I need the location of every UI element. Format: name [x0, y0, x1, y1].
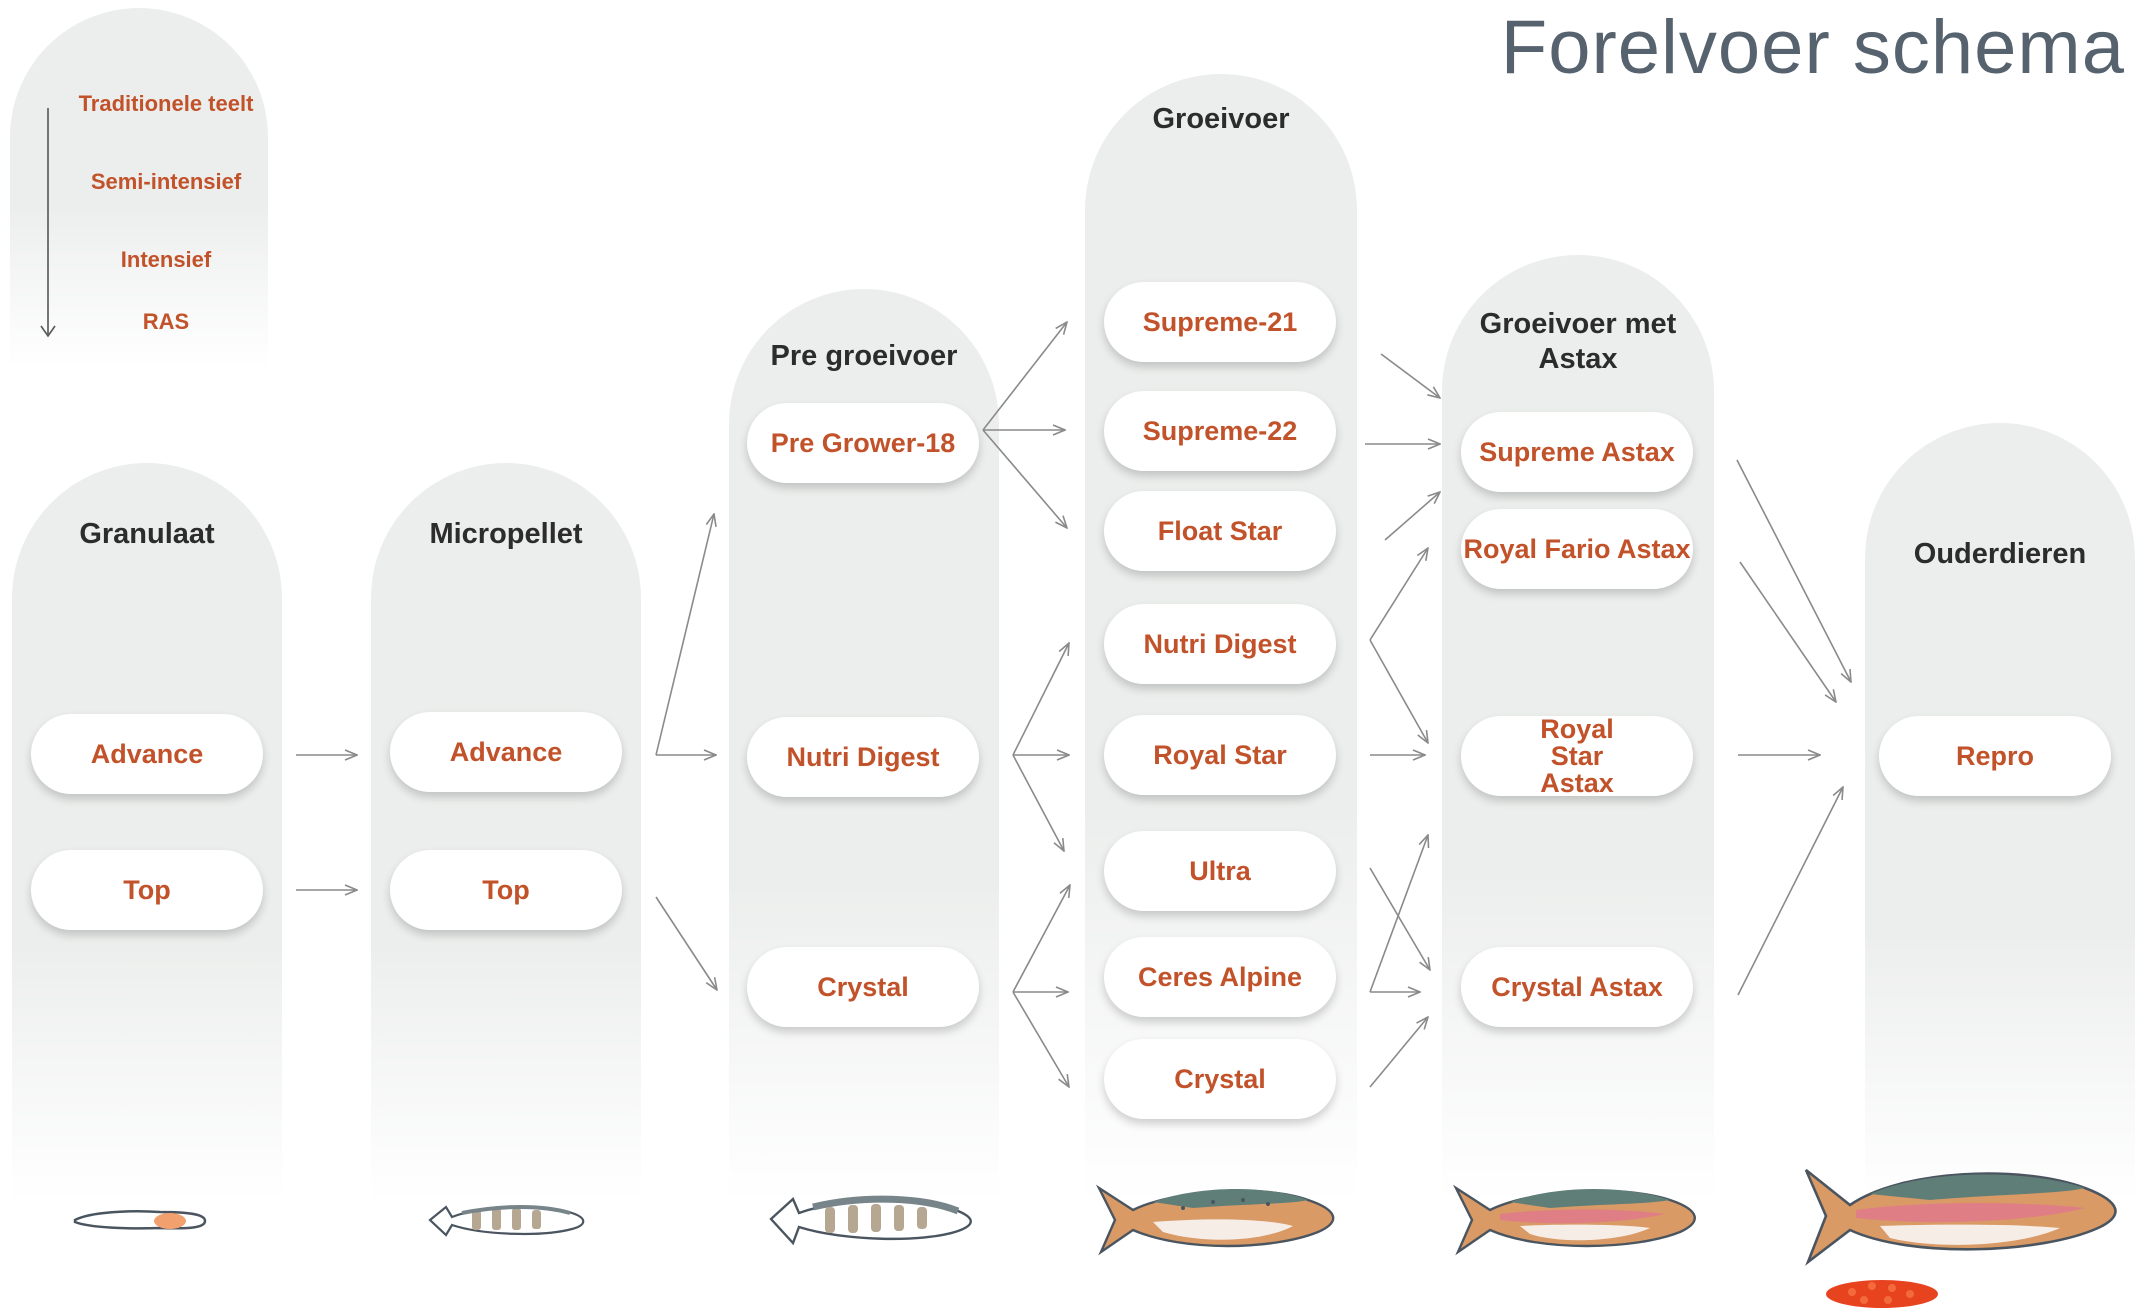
column-micropellet: Micropellet [371, 463, 641, 1203]
product-micropellet-advance[interactable]: Advance [390, 712, 622, 792]
fingerling-icon [769, 1195, 972, 1246]
flow-arrow [1369, 639, 1428, 743]
product-pre-grower-18[interactable]: Pre Grower-18 [747, 403, 979, 483]
product-ultra[interactable]: Ultra [1104, 831, 1336, 911]
trout-icon [1095, 1184, 1335, 1256]
eggs-icon [1826, 1280, 1938, 1308]
column-granulaat: Granulaat [12, 463, 282, 1203]
flow-arrow [1737, 787, 1843, 996]
product-granulaat-top[interactable]: Top [31, 850, 263, 930]
flow-arrow [1012, 754, 1064, 851]
trout-icon [1452, 1184, 1696, 1256]
product-supreme-astax[interactable]: Supreme Astax [1461, 412, 1693, 492]
product-supreme-22[interactable]: Supreme-22 [1104, 391, 1336, 471]
flow-arrow [1369, 867, 1430, 970]
product-royal-star-astax[interactable]: Royal Star Astax [1461, 715, 1693, 796]
product-royal-fario-astax[interactable]: Royal Fario Astax [1461, 509, 1693, 589]
flow-arrow [1736, 459, 1851, 682]
flow-arrow [982, 429, 1067, 528]
product-nutri-digest[interactable]: Nutri Digest [1104, 604, 1336, 684]
flow-arrow [1012, 643, 1069, 756]
product-pre-nutri-digest[interactable]: Nutri Digest [747, 717, 979, 797]
flow-arrow [1739, 561, 1836, 702]
flow-arrow [1384, 492, 1440, 541]
product-float-star[interactable]: Float Star [1104, 491, 1336, 571]
page-title: Forelvoer schema [1500, 5, 2125, 90]
legend-item-ras: RAS [142, 309, 190, 334]
product-ceres-alpine[interactable]: Ceres Alpine [1104, 937, 1336, 1017]
column-title: Pre groeivoer [770, 340, 958, 372]
product-repro[interactable]: Repro [1879, 716, 2111, 796]
product-crystal-astax[interactable]: Crystal Astax [1461, 947, 1693, 1027]
product-supreme-21[interactable]: Supreme-21 [1104, 282, 1336, 362]
column-title: Groeivoer [1152, 103, 1290, 135]
flow-arrow [1012, 991, 1069, 1087]
product-granulaat-advance[interactable]: Advance [31, 714, 263, 794]
product-crystal[interactable]: Crystal [1104, 1039, 1336, 1119]
product-royal-star[interactable]: Royal Star [1104, 715, 1336, 795]
legend-item-traditional: Traditionele teelt [78, 91, 254, 116]
larva-icon [73, 1210, 207, 1230]
flow-arrow [1012, 885, 1070, 993]
legend-item-intensive: Intensief [120, 247, 212, 272]
broodstock-trout-icon [1804, 1168, 2117, 1266]
fry-icon [428, 1205, 585, 1237]
column-ouderdieren: Ouderdieren [1865, 423, 2135, 1203]
flow-arrow [982, 322, 1067, 431]
column-title: Ouderdieren [1913, 538, 2087, 570]
flow-arrow [1369, 548, 1428, 641]
legend: Traditionele teelt Semi-intensief Intens… [10, 8, 268, 368]
column-title: Micropellet [429, 518, 583, 550]
flow-arrow [655, 514, 714, 756]
product-micropellet-top[interactable]: Top [390, 850, 622, 930]
flow-arrow [1369, 835, 1428, 993]
column-title: Groeivoer met Astax [1479, 308, 1677, 375]
legend-item-semi-intensive: Semi-intensief [90, 169, 242, 194]
flow-arrow [1369, 1017, 1428, 1088]
column-title: Granulaat [79, 518, 215, 550]
flow-arrow [655, 896, 717, 990]
flow-arrow [1380, 353, 1440, 398]
legend-arrow-icon [40, 108, 56, 338]
product-pre-crystal[interactable]: Crystal [747, 947, 979, 1027]
